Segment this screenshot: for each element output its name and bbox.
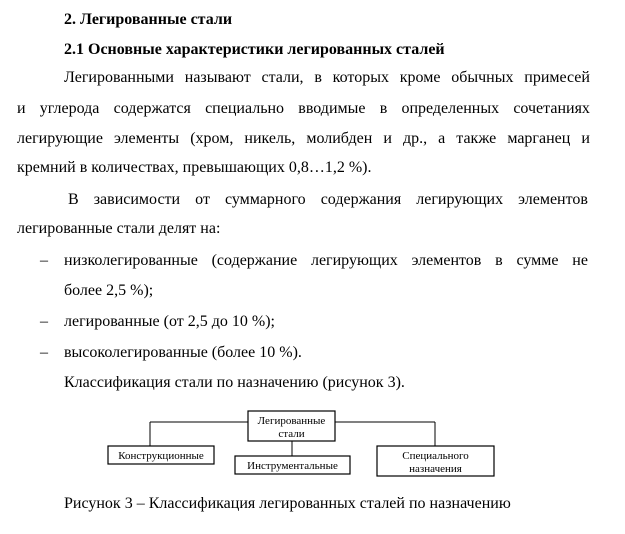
figure-caption: Рисунок 3 – Классификация легированных с… <box>64 495 511 512</box>
paragraph-2-line-2: легированные стали делят на: <box>17 220 221 237</box>
box-special-label-2: назначения <box>409 463 462 475</box>
list-dash: – <box>40 313 48 330</box>
paragraph-1-line-4: кремний в количествах, превышающих 0,8…1… <box>17 159 372 176</box>
subsection-heading: 2.1 Основные характеристики легированных… <box>64 41 445 58</box>
box-root <box>247 410 336 442</box>
list-item-1-line-2: более 2,5 %); <box>64 282 154 299</box>
box-structural <box>107 445 215 465</box>
box-special-label-1: Специального <box>402 450 469 462</box>
list-dash: – <box>40 344 48 361</box>
box-root-label-1: Легированные <box>258 415 326 427</box>
list-item-3: высоколегированные (более 10 %). <box>64 344 302 361</box>
box-special <box>376 445 495 477</box>
list-item-2: легированные (от 2,5 до 10 %); <box>64 313 275 330</box>
classification-text: Классификация стали по назначению (рисун… <box>64 374 405 391</box>
box-structural-label: Конструкционные <box>118 450 204 462</box>
section-heading: 2. Легированные стали <box>64 11 233 28</box>
box-tool-label: Инструментальные <box>247 460 338 472</box>
box-tool <box>234 455 351 475</box>
box-root-label-2: стали <box>278 428 304 440</box>
list-dash: – <box>40 252 48 269</box>
